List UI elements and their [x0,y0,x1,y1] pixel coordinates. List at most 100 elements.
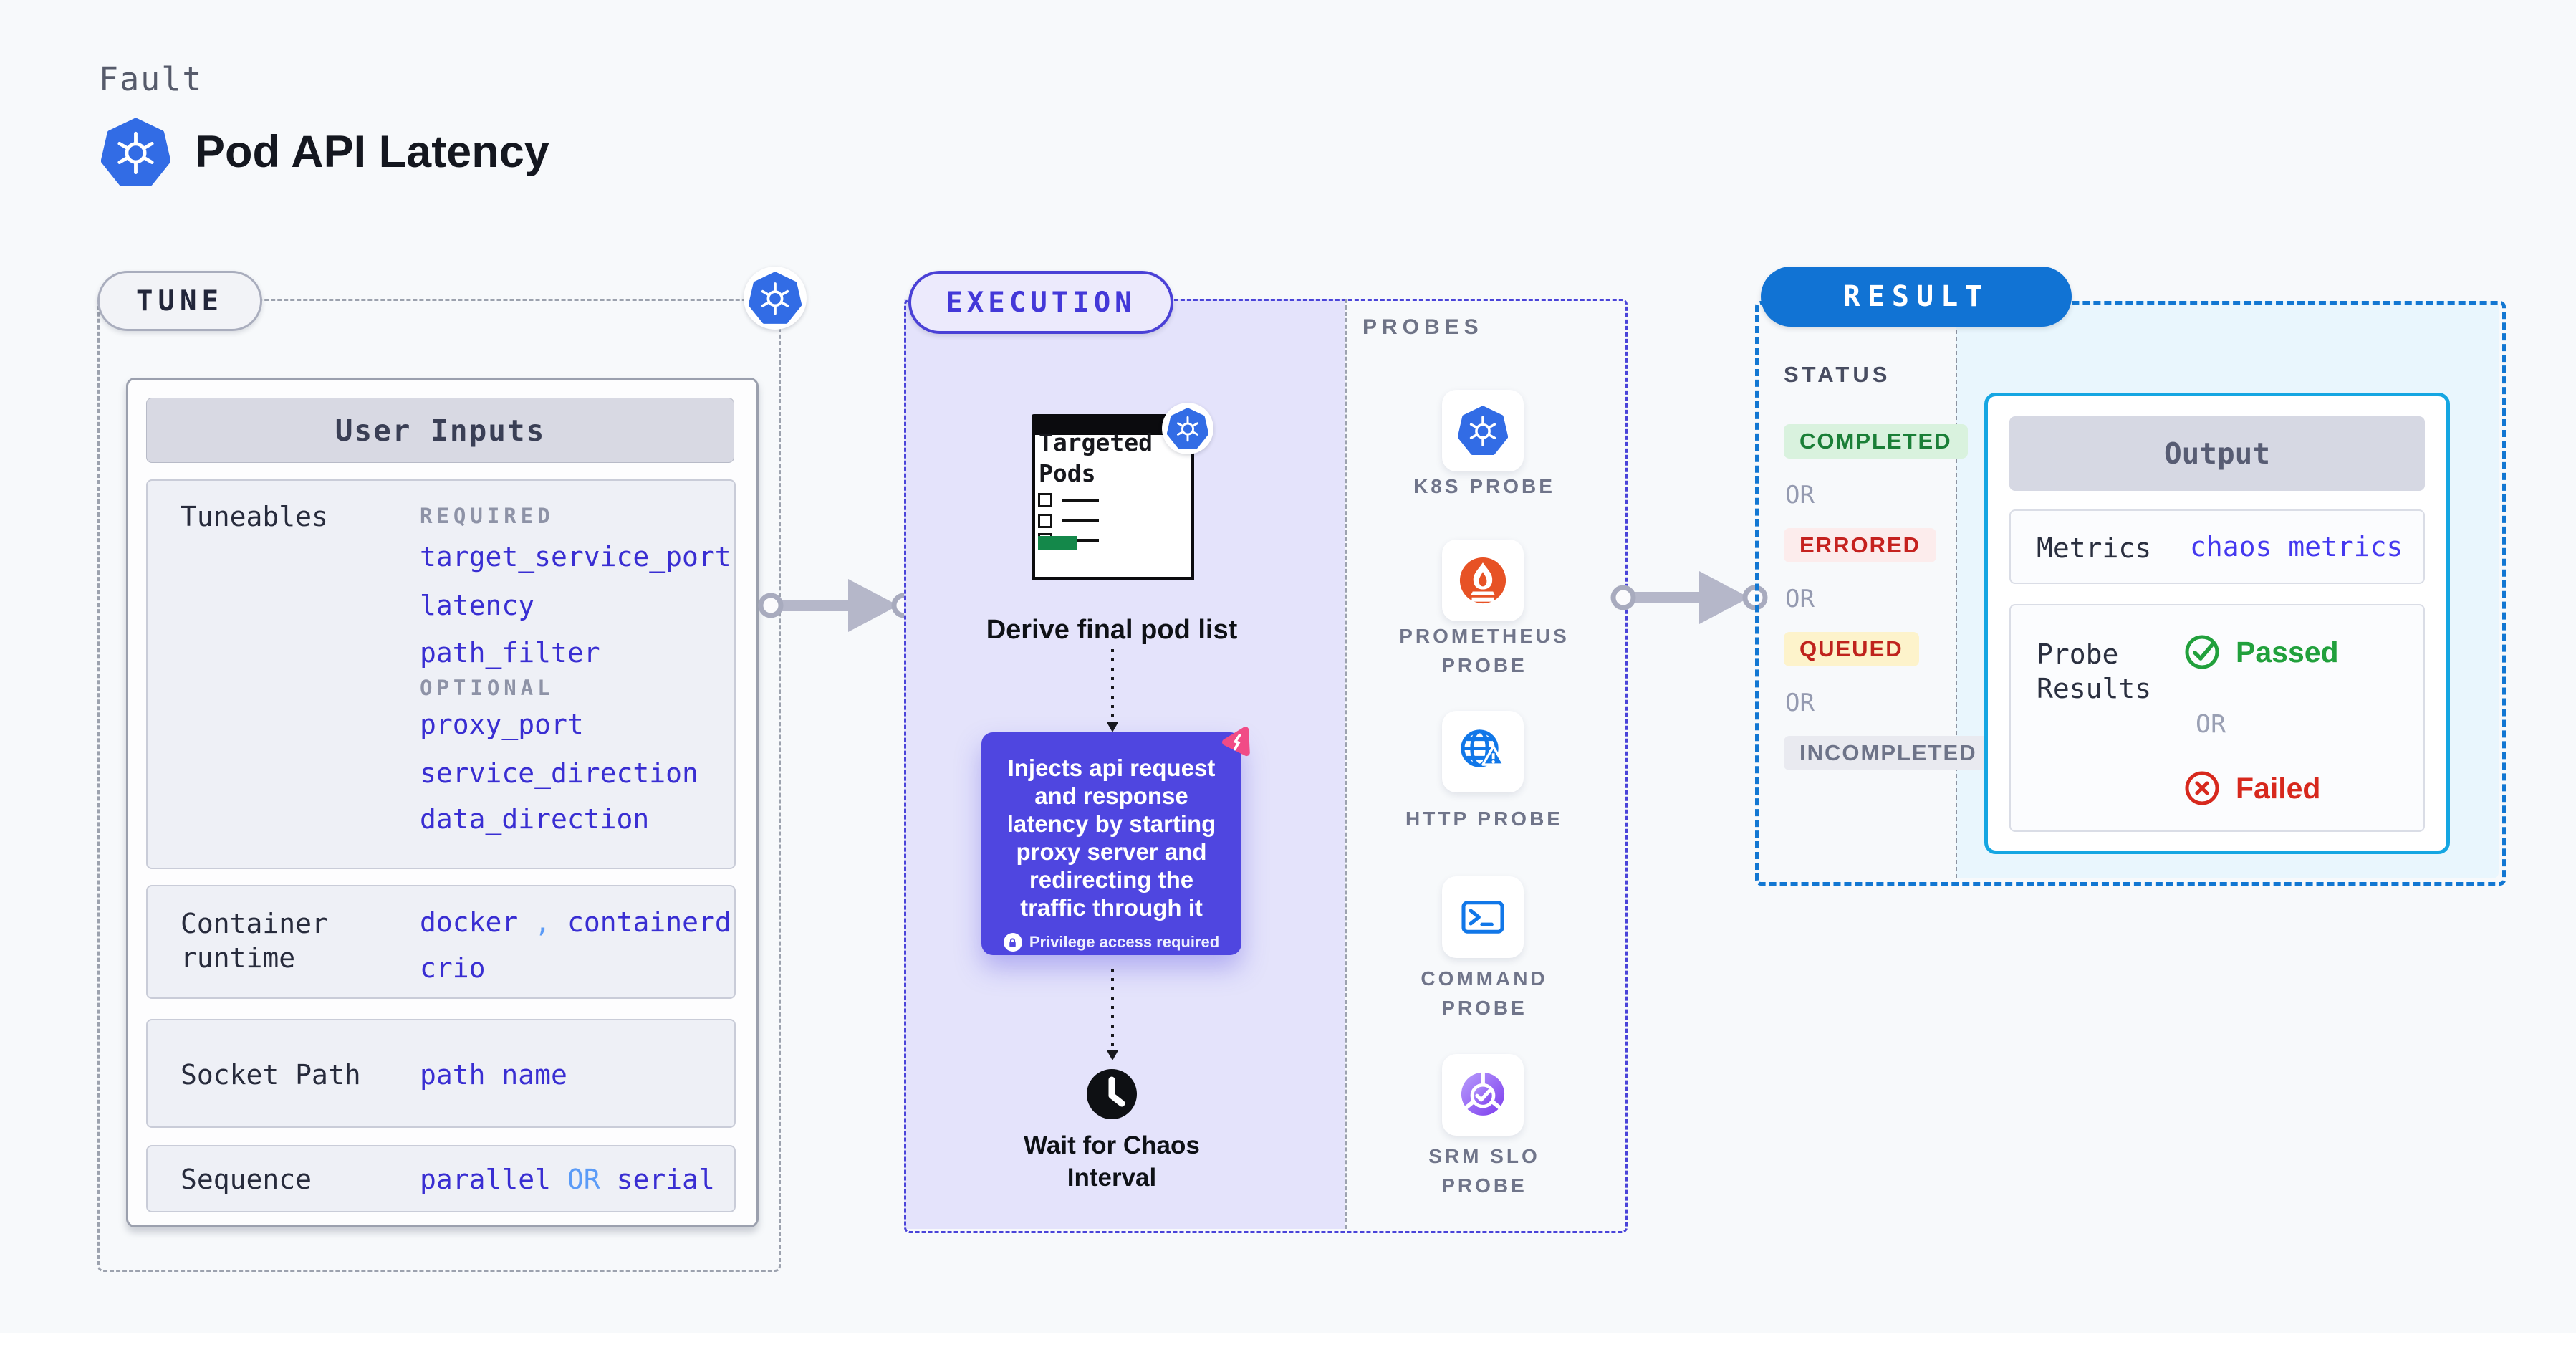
status-badge-incompleted: INCOMPLETED [1784,736,1993,770]
x-circle-icon [2185,771,2219,805]
checkbox-icon [1038,493,1052,507]
result-section-border [1755,301,2506,886]
failed-label: Failed [2236,771,2321,805]
probe-label: HTTP PROBE [1405,808,1563,830]
status-title: STATUS [1784,362,1891,387]
privilege-row: Privilege access required [981,933,1241,952]
container-runtime-values-line1: docker , containerd [420,906,731,938]
socket-path-label: Socket Path [181,1059,361,1091]
chaos-pink-icon [1222,727,1250,757]
socket-path-row: Socket Path path name [146,1019,736,1128]
prometheus-icon [1459,557,1506,608]
execution-section-border [904,299,1628,1233]
required-label: REQUIRED [420,504,554,528]
value-parallel: parallel [420,1164,552,1195]
tuneables-label: Tuneables [181,501,328,532]
inject-latency-text: Injects api request and response latency… [1006,755,1216,921]
status-badge-errored: ERRORED [1784,528,1937,562]
output-card: Output Metrics chaos metrics Probe Resul… [1984,393,2450,854]
probe-card-k8s [1442,390,1524,471]
slo-pie-icon [1461,1070,1505,1116]
metrics-label: Metrics [2037,532,2152,564]
probe-label: PROMETHEUS PROBE [1399,625,1570,676]
metrics-row: Metrics chaos metrics [2009,509,2425,584]
or-label: OR [1785,481,1815,509]
user-inputs-header: User Inputs [146,398,734,463]
param-service-direction: service_direction [420,757,698,789]
clipboard-body [1032,431,1194,580]
wait-chaos-interval-label: Wait for Chaos Interval [1024,1131,1200,1192]
output-header: Output [2009,416,2425,491]
param-data-direction: data_direction [420,803,650,835]
param-path-filter: path_filter [420,637,600,669]
sequence-or-label: OR [567,1164,600,1195]
probe-card-command [1442,876,1524,958]
derive-pod-list-label: Derive final pod list [986,615,1238,645]
probe-results-label: Probe Results [2037,638,2152,704]
tune-section-border [97,299,781,1272]
tune-to-execution-arrow [758,579,917,632]
failed-status: Failed [2183,769,2320,808]
container-runtime-label: Container runtime [181,908,328,974]
probes-title: PROBES [1363,315,1484,339]
probe-label: K8S PROBE [1413,475,1555,497]
tuneables-row: Tuneables REQUIRED target_service_port l… [146,479,736,869]
lock-icon [1003,933,1022,952]
execution-badge: EXECUTION [908,271,1173,334]
or-label: OR [1785,689,1815,717]
param-proxy-port: proxy_port [420,709,584,740]
kubernetes-icon [1458,406,1508,456]
optional-label: OPTIONAL [420,676,554,700]
terminal-icon [1461,901,1504,934]
http-globe-icon [1461,729,1505,767]
inject-latency-card: Injects api request and response latency… [981,732,1241,955]
execution-probes-divider [1345,299,1347,1229]
passed-status: Passed [2183,633,2339,671]
fault-eyebrow: Fault [99,60,203,98]
sequence-label: Sequence [181,1164,312,1195]
result-divider [1956,301,1957,878]
sequence-value: parallel OR serial [420,1164,715,1195]
value-serial: serial [616,1164,715,1195]
targeted-pods-label: Targeted Pods [1039,428,1153,487]
value-separator: , [534,906,552,938]
or-label: OR [2196,710,2226,739]
value-crio: crio [420,952,486,984]
probe-card-prometheus [1442,540,1524,621]
probe-label: COMMAND PROBE [1421,967,1548,1019]
probe-card-http [1442,711,1524,792]
probe-results-row: Probe Results Passed OR Failed [2009,604,2425,832]
or-label: OR [1785,585,1815,613]
value-containerd: containerd [567,906,731,938]
list-line [1062,539,1099,542]
kubernetes-logo-icon [101,118,170,187]
status-badge-queued: QUEUED [1784,632,1919,666]
probe-label: SRM SLO PROBE [1428,1145,1540,1197]
check-circle-icon [2185,635,2219,669]
page-title: Pod API Latency [195,127,549,177]
progress-bar [1038,536,1077,550]
param-latency: latency [420,590,535,621]
metrics-value: chaos metrics [2190,531,2403,562]
footer-strip [0,1333,2576,1365]
privilege-label: Privilege access required [1029,933,1220,951]
clock-icon [1087,1069,1137,1119]
user-inputs-card: User Inputs Tuneables REQUIRED target_se… [126,378,759,1227]
value-docker: docker [420,906,519,938]
param-target-service-port: target_service_port [420,541,731,573]
list-line [1062,519,1099,522]
status-badge-completed: COMPLETED [1784,424,1968,459]
probe-card-srm-slo [1442,1054,1524,1136]
execution-to-result-arrow [1610,571,1768,624]
kubernetes-icon [1162,403,1213,454]
kubernetes-icon [744,267,807,330]
socket-path-value: path name [420,1059,567,1091]
dotted-arrow-down [1107,649,1118,732]
container-runtime-row: Container runtime docker , containerd cr… [146,885,736,999]
checkbox-icon [1038,514,1052,528]
targeted-pods-clipboard: Targeted Pods [1032,414,1194,580]
list-line [1062,499,1099,502]
dotted-arrow-down [1107,969,1118,1060]
sequence-row: Sequence parallel OR serial [146,1145,736,1212]
passed-label: Passed [2236,635,2339,669]
